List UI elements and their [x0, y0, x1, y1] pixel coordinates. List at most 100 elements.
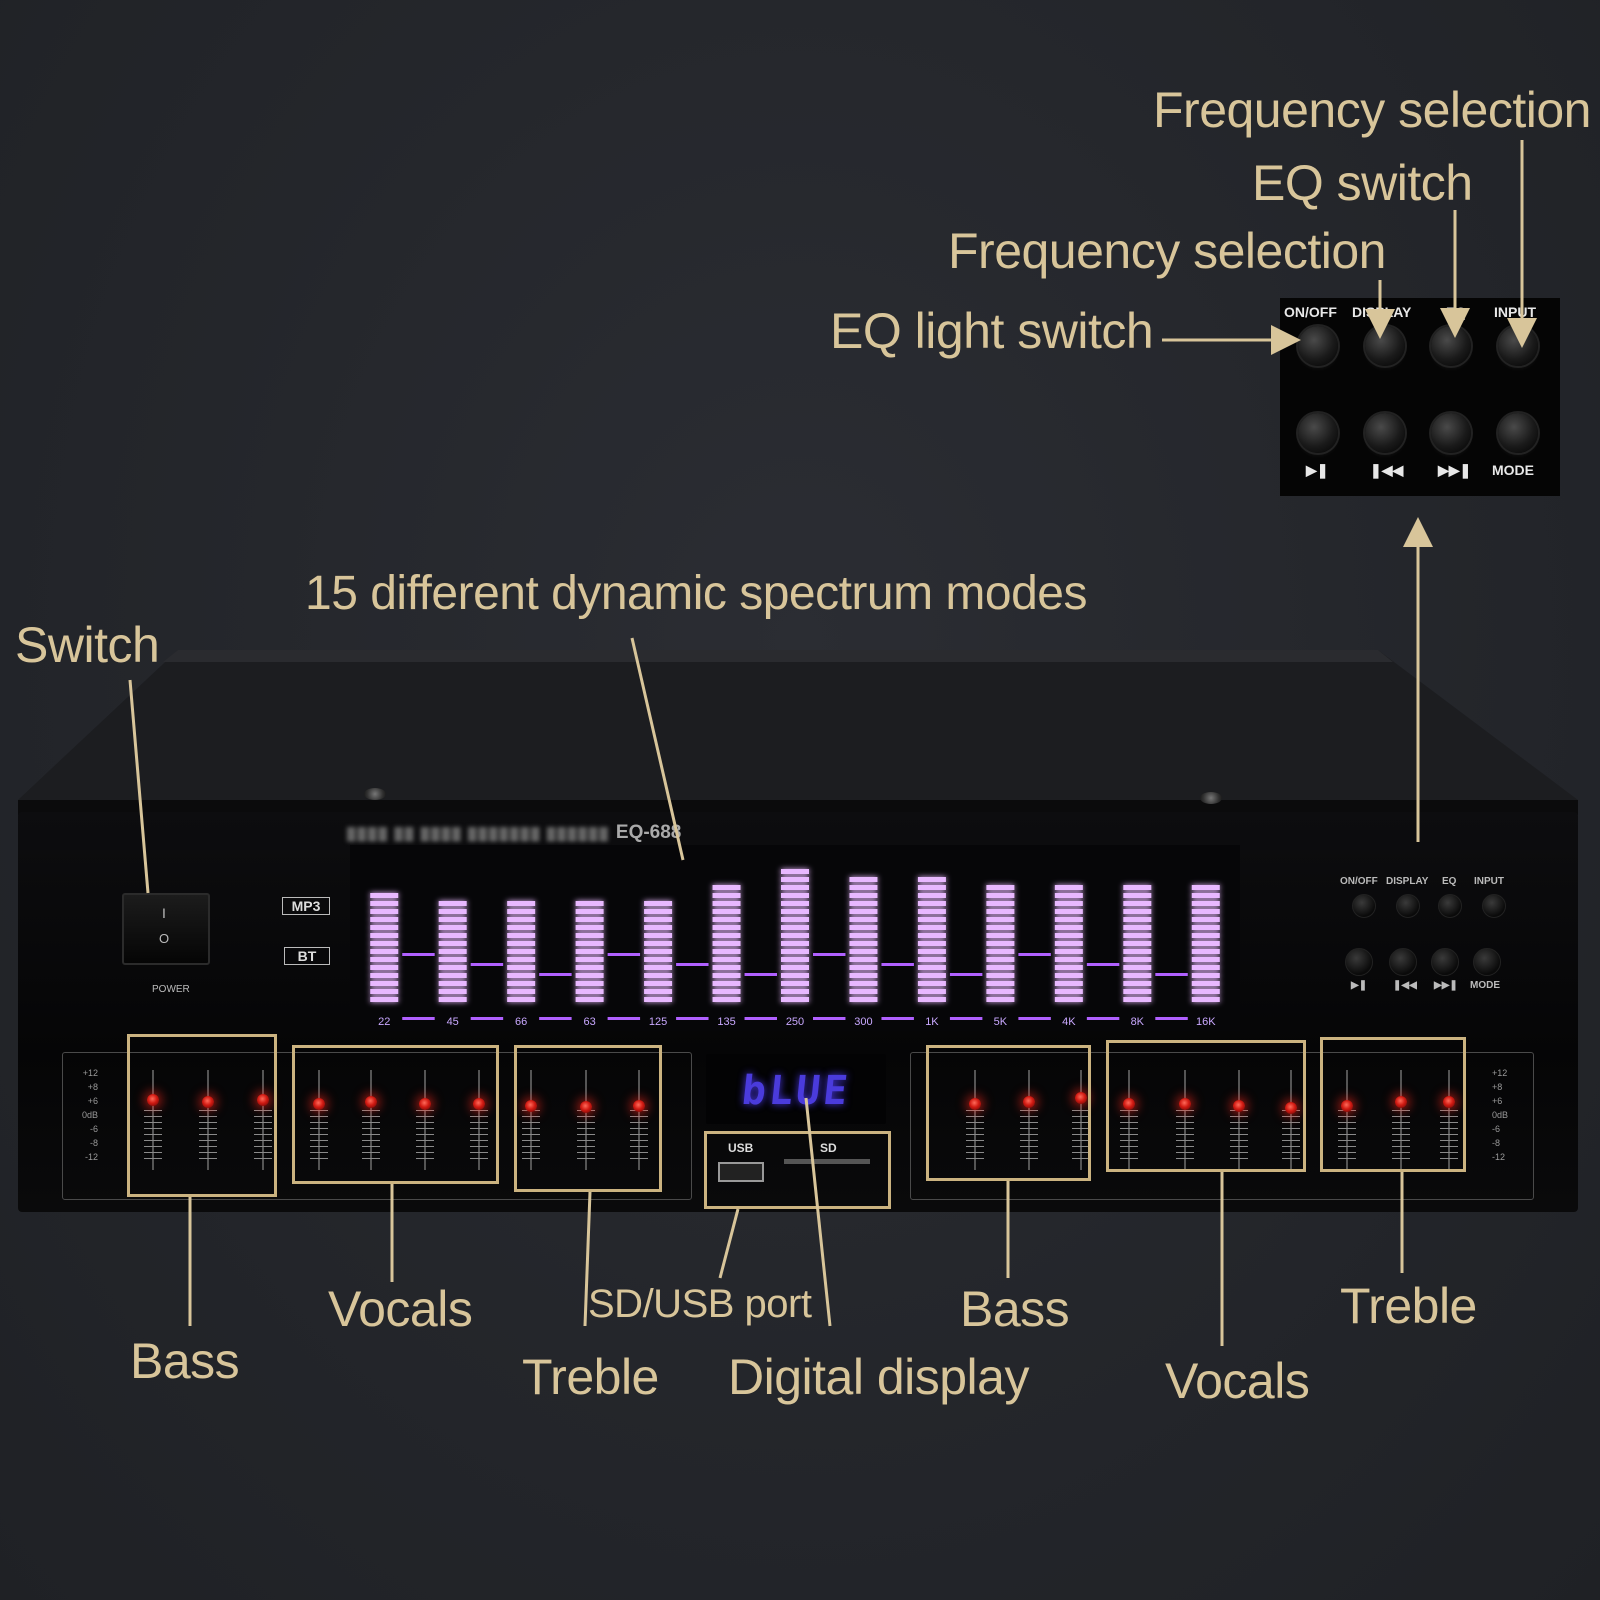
device-play-pause-button[interactable] — [1345, 948, 1373, 976]
eq-slider-knob[interactable] — [1123, 1098, 1135, 1110]
eq-slider-tick — [577, 1140, 595, 1141]
eq-slider-tick — [470, 1152, 488, 1153]
eq-slider-knob[interactable] — [633, 1100, 645, 1112]
device-mode-button[interactable] — [1473, 948, 1501, 976]
power-switch[interactable]: I O — [122, 893, 210, 965]
eq-slider-track — [1290, 1070, 1292, 1170]
eq-slider-track — [1400, 1070, 1402, 1170]
eq-slider-knob[interactable] — [969, 1098, 981, 1110]
eq-slider-tick — [630, 1116, 648, 1117]
spectrum-bar — [1123, 885, 1152, 1002]
play-pause-button[interactable] — [1298, 413, 1338, 453]
eq-slider-knob[interactable] — [313, 1098, 325, 1110]
eq-slider-knob[interactable] — [580, 1101, 592, 1113]
device-onoff-button[interactable] — [1352, 894, 1376, 918]
eq-slider-knob[interactable] — [202, 1096, 214, 1108]
eq-slider-knob[interactable] — [525, 1100, 537, 1112]
inset-label-prev: ❚◀◀ — [1370, 462, 1404, 478]
eq-slider-tick — [966, 1140, 984, 1141]
eq-slider-tick — [1020, 1134, 1038, 1135]
spectrum-bar — [849, 877, 878, 1002]
bt-badge-text: BT — [297, 948, 317, 964]
device-btn-label-eq: EQ — [1442, 876, 1457, 887]
eq-slider-tick — [1120, 1122, 1138, 1123]
annotation-eq-light-switch: EQ light switch — [830, 303, 1154, 359]
eq-slider-tick — [1392, 1116, 1410, 1117]
device-prev-button[interactable] — [1389, 948, 1417, 976]
eq-scale-label: -6 — [89, 1124, 98, 1134]
spectrum-baseline-dash — [607, 1017, 641, 1020]
annotation-frequency-selection-mid: Frequency selection — [948, 223, 1386, 279]
eq-scale-label: -12 — [84, 1152, 98, 1162]
device-input-button[interactable] — [1482, 894, 1506, 918]
next-track-button[interactable] — [1431, 413, 1471, 453]
highlight-vocals-left — [292, 1045, 499, 1184]
annotation-eq-switch: EQ switch — [1252, 155, 1473, 211]
device-btn-label-next: ▶▶❚ — [1434, 980, 1458, 991]
eq-slider-knob[interactable] — [365, 1096, 377, 1108]
eq-slider-tick — [630, 1122, 648, 1123]
screw — [364, 788, 386, 800]
eq-slider-tick — [1282, 1152, 1300, 1153]
onoff-button[interactable] — [1298, 326, 1338, 366]
eq-slider-knob[interactable] — [1179, 1098, 1191, 1110]
eq-slider-knob[interactable] — [1443, 1096, 1455, 1108]
eq-slider-knob[interactable] — [1023, 1096, 1035, 1108]
eq-slider-knob[interactable] — [147, 1094, 159, 1106]
eq-slider-tick — [144, 1140, 162, 1141]
eq-slider-knob[interactable] — [1395, 1096, 1407, 1108]
device-display-button[interactable] — [1396, 894, 1420, 918]
eq-slider-tick — [1072, 1134, 1090, 1135]
highlight-ports — [704, 1131, 891, 1209]
spectrum-peak-dash — [949, 973, 983, 976]
eq-slider-tick — [630, 1146, 648, 1147]
spectrum-baseline-dash — [1155, 1017, 1188, 1020]
mode-button[interactable] — [1498, 413, 1538, 453]
eq-button[interactable] — [1431, 326, 1471, 366]
usb-port[interactable] — [718, 1162, 764, 1182]
eq-slider-knob[interactable] — [257, 1094, 269, 1106]
device-eq-button[interactable] — [1438, 894, 1462, 918]
display-text: bLUE — [739, 1068, 853, 1114]
eq-slider-knob[interactable] — [419, 1098, 431, 1110]
eq-slider-tick — [199, 1116, 217, 1117]
eq-slider-tick — [1020, 1146, 1038, 1147]
eq-slider-tick — [1020, 1128, 1038, 1129]
eq-slider-tick — [362, 1116, 380, 1117]
eq-slider-track — [1238, 1070, 1240, 1170]
eq-slider-tick — [1440, 1146, 1458, 1147]
prev-track-button[interactable] — [1365, 413, 1405, 453]
eq-slider-tick — [1176, 1134, 1194, 1135]
eq-slider-knob[interactable] — [1341, 1100, 1353, 1112]
spectrum-bar — [507, 901, 536, 1002]
device-btn-label-onoff: ON/OFF — [1340, 876, 1378, 887]
model-number: EQ-688 — [615, 822, 682, 843]
annotation-sd-usb-port: SD/USB port — [588, 1282, 812, 1326]
eq-slider-tick — [362, 1140, 380, 1141]
eq-slider-knob[interactable] — [473, 1098, 485, 1110]
eq-slider-knob[interactable] — [1285, 1102, 1297, 1114]
spectrum-baseline-dash — [1018, 1017, 1051, 1020]
input-button[interactable] — [1498, 326, 1538, 366]
eq-slider-knob[interactable] — [1233, 1100, 1245, 1112]
eq-slider-tick — [1230, 1122, 1248, 1123]
eq-slider-tick — [1176, 1116, 1194, 1117]
eq-slider-track — [1448, 1070, 1450, 1170]
eq-slider-tick — [577, 1146, 595, 1147]
display-button[interactable] — [1365, 326, 1405, 366]
sd-card-slot[interactable] — [784, 1159, 870, 1164]
spectrum-peak-dash — [744, 973, 777, 976]
eq-slider-tick — [966, 1116, 984, 1117]
power-on-symbol: I — [162, 905, 166, 921]
eq-slider-tick — [1392, 1146, 1410, 1147]
eq-slider-tick — [1230, 1134, 1248, 1135]
eq-slider-knob[interactable] — [1075, 1092, 1087, 1104]
eq-slider-track — [974, 1070, 976, 1170]
eq-slider-tick — [1120, 1128, 1138, 1129]
spectrum-frequency-label: 250 — [786, 1016, 804, 1028]
bt-badge: BT — [284, 947, 330, 965]
device-next-button[interactable] — [1431, 948, 1459, 976]
eq-slider-tick — [522, 1122, 540, 1123]
spectrum-peak-dash — [607, 953, 641, 956]
spectrum-baseline-dash — [470, 1017, 504, 1020]
